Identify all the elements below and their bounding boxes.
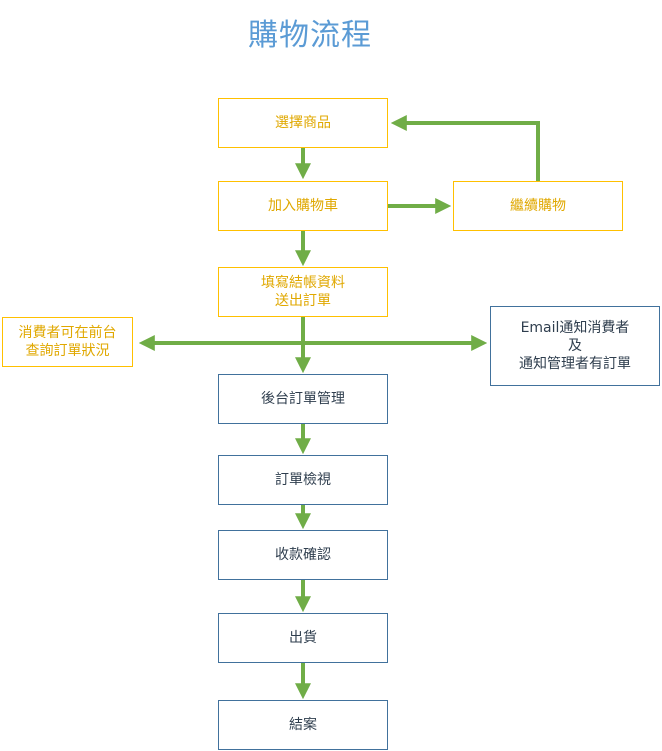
node-label-line1: 消費者可在前台 <box>18 325 117 341</box>
arrow-continue-to-select <box>390 115 540 182</box>
node-add-to-cart: 加入購物車 <box>218 181 388 231</box>
node-label-line2: 查詢訂單狀況 <box>25 343 110 359</box>
node-email-notify: Email通知消費者 及 通知管理者有訂單 <box>490 306 660 386</box>
node-query-order: 消費者可在前台 查詢訂單狀況 <box>2 317 133 367</box>
node-close-case: 結案 <box>218 700 388 750</box>
node-label-line1: 填寫結帳資料 <box>261 275 345 291</box>
node-label: 繼續購物 <box>510 198 566 214</box>
node-label-line2: 送出訂單 <box>275 293 331 309</box>
node-label: 選擇商品 <box>275 115 331 131</box>
node-label-line2: 及 <box>568 338 582 354</box>
node-label-line1: Email通知消費者 <box>520 320 630 336</box>
node-label: 結案 <box>289 717 317 733</box>
page-title: 購物流程 <box>248 18 372 53</box>
node-order-review: 訂單檢視 <box>218 455 388 505</box>
node-payment-confirm: 收款確認 <box>218 530 388 580</box>
node-label-line3: 通知管理者有訂單 <box>519 356 631 372</box>
node-continue-shopping: 繼續購物 <box>453 181 623 231</box>
node-ship: 出貨 <box>218 613 388 663</box>
node-label: 出貨 <box>289 630 317 646</box>
node-select-product: 選擇商品 <box>218 98 388 148</box>
node-label: 後台訂單管理 <box>261 391 345 407</box>
node-label: 收款確認 <box>275 547 331 563</box>
node-label: 加入購物車 <box>268 198 338 214</box>
node-label: 訂單檢視 <box>275 472 331 488</box>
node-backend-order-management: 後台訂單管理 <box>218 374 388 424</box>
node-fill-checkout: 填寫結帳資料 送出訂單 <box>218 267 388 317</box>
